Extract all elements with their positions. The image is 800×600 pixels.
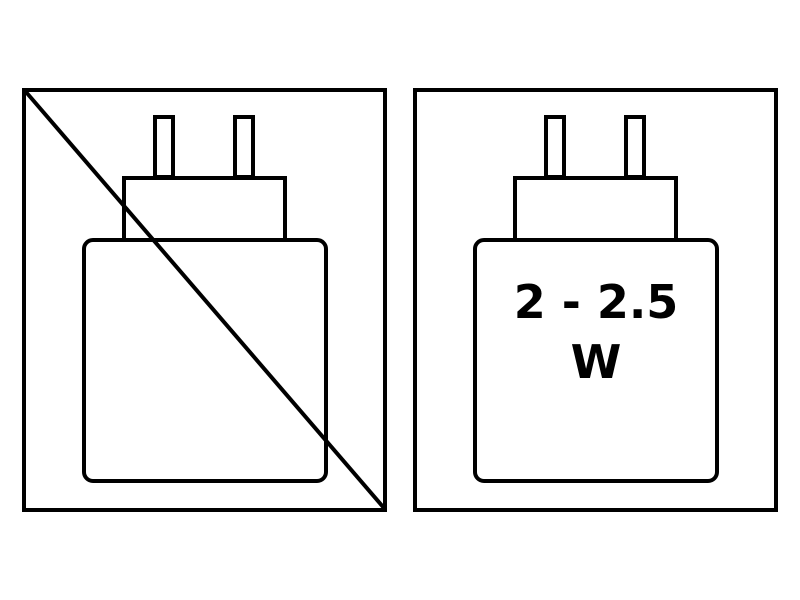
wattage-unit-text: W: [571, 335, 622, 389]
charger-body: [473, 238, 719, 483]
panel-frame: [413, 88, 778, 512]
cross-out-line: [24, 90, 386, 510]
panel-charger-requirement: 2 - 2.5 W: [413, 88, 778, 512]
charger-icon: [473, 115, 719, 483]
panel-frame: [22, 88, 387, 512]
charger-pin-right: [233, 115, 255, 179]
panel-charger-not-included: [22, 88, 387, 512]
charger-body: [82, 238, 328, 483]
charger-pin-right: [624, 115, 646, 179]
charger-pin-left: [544, 115, 566, 179]
charger-plug-head: [122, 176, 287, 242]
charger-crossed-out-icon: [82, 115, 328, 483]
charger-plug-head: [513, 176, 678, 242]
charger-pin-left: [153, 115, 175, 179]
wattage-range-text: 2 - 2.5: [514, 275, 679, 329]
